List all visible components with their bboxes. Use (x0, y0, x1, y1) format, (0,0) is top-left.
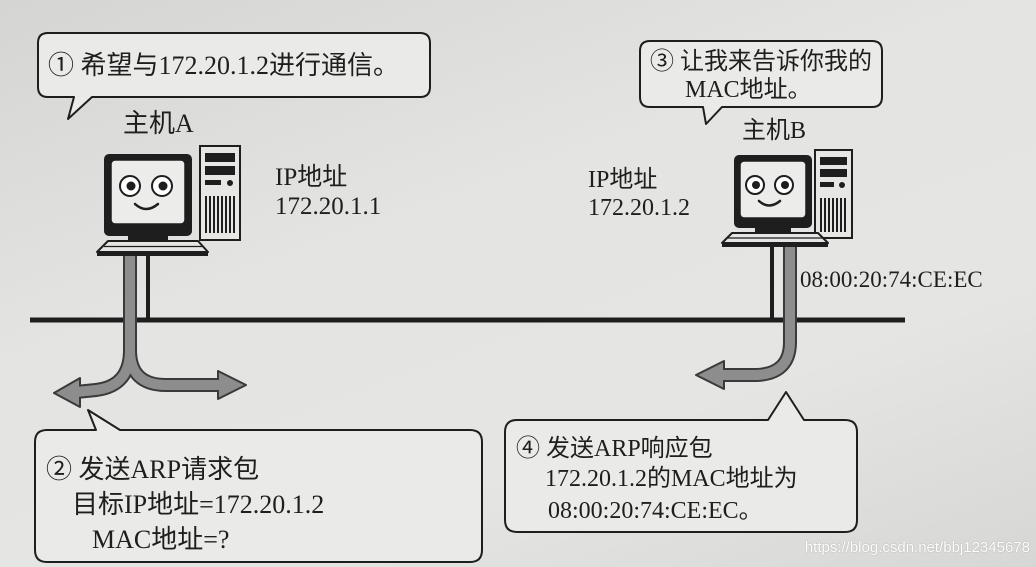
host-b-ip-address: 172.20.1.2 (588, 195, 690, 221)
host-a-right-pupil (158, 181, 168, 191)
reply-arrow-body (720, 244, 795, 380)
watermark-url: https://blog.csdn.net/bbj12345678 (804, 539, 1030, 556)
bubble-3-line-2: MAC地址。 (685, 77, 812, 103)
host-a-ip-label: IP地址 (275, 164, 348, 191)
host-a-ip-address: 172.20.1.1 (275, 193, 382, 220)
host-a-monitor-stand (128, 236, 168, 241)
bubble-2-line-3: MAC地址=? (92, 525, 230, 554)
host-a-label: 主机A (123, 109, 194, 138)
host-b-monitor-icon (734, 155, 812, 233)
host-a-smile (133, 202, 160, 211)
bubble-2-line-2: 目标IP地址=172.20.1.2 (72, 490, 325, 519)
host-b-computer-icon (721, 149, 853, 247)
host-b-right-pupil (781, 181, 789, 189)
bubble-4-line-3: 08:00:20:74:CE:EC。 (548, 498, 763, 524)
bubble-4-shape (504, 391, 858, 533)
broadcast-arrowhead-right (217, 370, 247, 400)
bubble-4-line-2: 172.20.1.2的MAC地址为 (545, 466, 798, 492)
broadcast-arrow-body (75, 248, 222, 397)
host-a-keyboard-edge (97, 252, 208, 256)
host-a-drive-bay (205, 166, 235, 175)
host-a-floppy-slot (205, 180, 221, 185)
host-a-drive-bay (205, 153, 235, 162)
bubble-3-line-1: ③ 让我来告诉你我的 (650, 49, 872, 75)
bubble-2-shape (34, 409, 483, 563)
reply-arrowhead (695, 360, 725, 390)
reply-arrow-icon (695, 244, 797, 390)
bubble-2-line-1: ② 发送ARP请求包 (46, 455, 260, 484)
host-a-monitor-icon (104, 154, 192, 241)
bubble-3-shape (639, 40, 883, 125)
host-b-floppy-slot (820, 182, 834, 187)
host-a-left-pupil (126, 181, 136, 191)
bubble-1-shape (37, 32, 431, 120)
broadcast-arrow-icon (53, 248, 247, 408)
host-b-ip-label: IP地址 (588, 167, 658, 193)
bubble-4-line-1: ④ 发送ARP响应包 (516, 436, 713, 462)
host-b-smile (757, 199, 782, 207)
host-a-computer-icon (96, 145, 241, 256)
host-b-drive-bay (820, 169, 847, 177)
host-a-power-button (227, 180, 233, 186)
host-b-left-pupil (752, 181, 760, 189)
host-b-monitor-stand (755, 228, 791, 233)
host-b-power-button (839, 182, 845, 188)
bubble-1-text: ① 希望与172.20.1.2进行通信。 (48, 51, 400, 80)
reply-arrow-outline (720, 244, 797, 382)
host-b-tower-icon (814, 149, 853, 239)
host-b-drive-bay (820, 157, 847, 165)
host-b-keyboard-edge (722, 243, 828, 247)
host-a-tower-icon (199, 145, 241, 241)
host-b-mac-address: 08:00:20:74:CE:EC (800, 267, 983, 292)
host-b-keyboard-icon (721, 232, 829, 247)
host-b-label: 主机B (742, 118, 807, 144)
host-a-keyboard-icon (96, 240, 209, 256)
